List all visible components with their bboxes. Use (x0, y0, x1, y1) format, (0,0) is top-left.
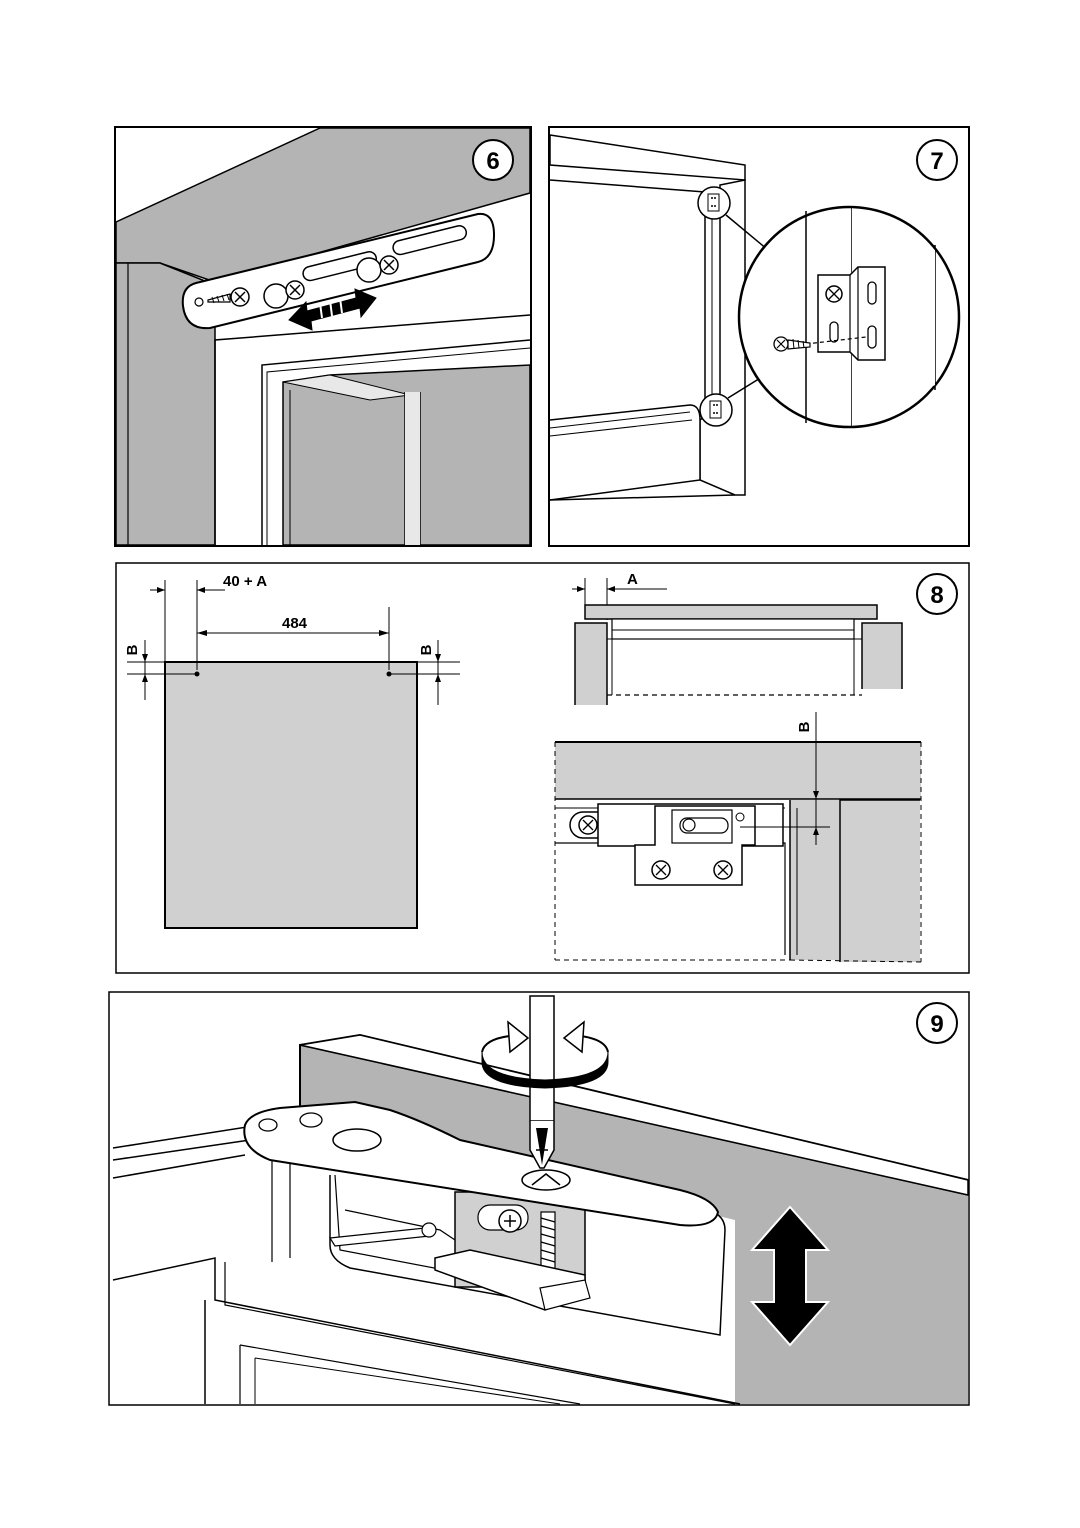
door-highlight (405, 392, 420, 545)
step-7-number: 7 (930, 148, 943, 175)
bracket-hole-2 (356, 257, 382, 283)
cabinet-top-section (555, 742, 921, 799)
door-top-view (584, 604, 878, 620)
step-9-number: 9 (930, 1011, 943, 1038)
figure-8: 40 + A 484 B B A (115, 562, 970, 974)
width-dimension-label: 484 (282, 615, 308, 632)
cabinet-left-side (575, 623, 607, 705)
appliance-top-rail (611, 618, 855, 640)
bracket-slot-1 (302, 251, 378, 282)
bracket-slot (829, 321, 839, 343)
b-dimension-left: B (124, 644, 141, 655)
bracket-hole-1 (263, 283, 289, 309)
step-9-badge (916, 1002, 958, 1044)
rotate-arrow-icon (507, 1020, 530, 1054)
bracket-slot (867, 281, 877, 305)
screw-head-icon (521, 1169, 571, 1191)
door-frame-inner-2 (266, 347, 531, 545)
hinge-top-icon (707, 193, 720, 212)
step-6-badge (472, 139, 514, 181)
adjust-double-arrow-icon (288, 288, 377, 331)
plate-hole (258, 1118, 278, 1132)
cabinet-panel-top (299, 1034, 969, 1196)
step-8-number: 8 (930, 582, 943, 609)
a-dimension-label: A (627, 571, 638, 588)
bracket-end-hole (194, 297, 204, 307)
figure-6: 6 (114, 126, 532, 547)
offset-dimension-label: 40 + A (223, 573, 267, 590)
drilling-template-panel (164, 661, 418, 929)
rotate-arrow-icon (562, 1020, 585, 1054)
hinge-bottom-icon (709, 400, 722, 419)
step-6-number: 6 (486, 148, 499, 175)
door-right-section (840, 800, 920, 962)
plate-large-hole (332, 1128, 382, 1152)
b-dimension-detail: B (796, 721, 813, 732)
magnified-door-fill (852, 208, 935, 426)
cabinet-right-side (862, 623, 902, 689)
figure-7: 7 (548, 126, 970, 547)
b-dimension-right: B (418, 644, 435, 655)
bracket-slot-2 (392, 225, 468, 256)
door-edge-line (549, 179, 706, 193)
figure-9: 9 (108, 991, 970, 1406)
door-frame-inner (261, 339, 531, 545)
door-bottom-panel (549, 404, 701, 501)
step-8-badge (916, 573, 958, 615)
callout-line (725, 214, 769, 251)
step-7-badge (916, 139, 958, 181)
screwdriver-shaft (529, 995, 555, 1122)
plate-hole (299, 1112, 323, 1128)
vertical-adjust-arrow-icon (749, 1205, 831, 1347)
screw-path-line (805, 336, 867, 345)
bracket-slot (867, 325, 877, 349)
door-frame (214, 314, 531, 545)
